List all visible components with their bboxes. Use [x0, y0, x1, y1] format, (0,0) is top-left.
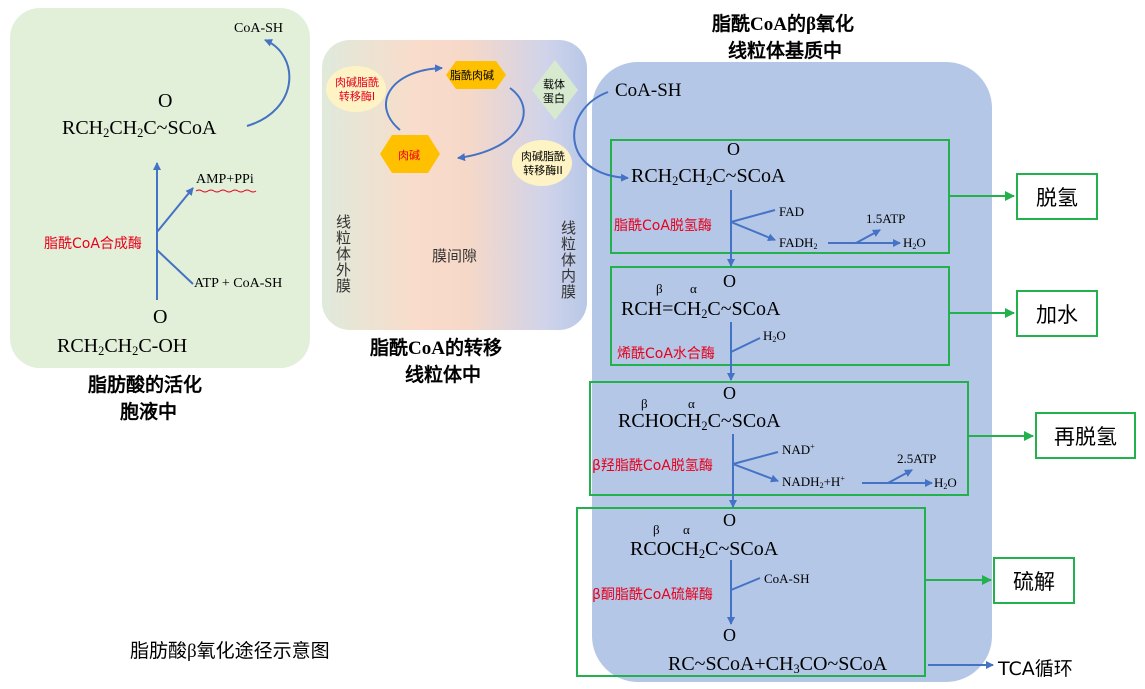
carnitine-label: 肉碱	[398, 149, 420, 162]
enzyme1-label: 肉碱脂酰转移酶I	[335, 76, 379, 103]
step1-box	[610, 139, 950, 254]
h2o-1-text: H2O	[903, 235, 926, 251]
step1-formula: RCH2CH2C~SCoA	[631, 165, 786, 189]
acyl-carnitine-label: 脂酰肉碱	[450, 69, 494, 82]
step2-beta: β	[656, 281, 663, 296]
step3-box	[589, 381, 969, 496]
step4-product: RC~SCoA+CH3CO~SCoA	[668, 653, 888, 677]
atp1-arrow	[855, 229, 881, 244]
step1-o: O	[727, 139, 740, 159]
left-title-line1: 脂肪酸的活化	[88, 375, 203, 396]
enzyme1-ellipse	[326, 66, 386, 112]
right-title-line2: 线粒体基质中	[728, 41, 843, 62]
fad-branch	[730, 209, 776, 223]
left-title-line2: 胞液中	[120, 402, 178, 423]
coa-sh-branch	[730, 577, 761, 591]
left-substrate-formula: RCH2CH2C-OH	[57, 335, 188, 359]
left-substrate-o: O	[153, 306, 168, 328]
carrier-diamond	[532, 60, 578, 120]
cycle-arrow-top	[385, 64, 443, 131]
amp-ppi-text: AMP+PPi	[196, 172, 254, 187]
nadh-text: NADH2+H+	[782, 474, 845, 490]
coa-release-arrow	[246, 39, 291, 127]
step3-beta: β	[641, 396, 648, 411]
step4-label-box: 硫解	[993, 557, 1075, 604]
atp1-text: 1.5ATP	[866, 211, 906, 226]
nad-text: NAD+	[782, 442, 815, 457]
h2o-branch	[730, 337, 761, 353]
step3-label-box: 再脱氢	[1035, 412, 1136, 459]
step2-box	[610, 266, 950, 366]
acyl-coa-synthetase-label: 脂酰CoA合成酶	[44, 236, 142, 252]
matrix-coa-sh: CoA-SH	[615, 80, 682, 101]
middle-title-line1: 脂酰CoA的转移	[370, 338, 502, 359]
outer-membrane-label: 线粒体外膜	[334, 214, 352, 294]
acyl-carnitine-hexagon	[446, 61, 506, 89]
coa-entry-arrow	[573, 91, 629, 182]
step4-coa-sh: CoA-SH	[764, 571, 810, 586]
atp2-arrow	[887, 469, 913, 484]
nad-branch	[732, 451, 779, 465]
step3-enzyme: β羟脂酰CoA脱氢酶	[592, 458, 713, 474]
step4-beta: β	[653, 522, 660, 537]
atp2-text: 2.5ATP	[897, 451, 937, 466]
step2-o: O	[723, 271, 736, 291]
step4-enzyme: β酮脂酰CoA硫解酶	[592, 587, 713, 603]
h2o-2-text: H2O	[763, 328, 786, 344]
left-product-formula: RCH2CH2C~SCoA	[62, 117, 217, 141]
left-coa-sh: CoA-SH	[234, 21, 284, 36]
fad-text: FAD	[779, 204, 805, 219]
carnitine-hexagon	[380, 135, 440, 173]
step4-product-o: O	[723, 625, 736, 645]
nadh-branch	[732, 463, 779, 483]
step1-enzyme: 脂酰CoA脱氢酶	[614, 218, 712, 234]
step2-formula: RCH=CH2C~SCoA	[621, 298, 781, 322]
fadh2-branch	[730, 221, 776, 242]
step4-formula: RCOCH2C~SCoA	[630, 538, 779, 562]
step3-o: O	[723, 383, 736, 403]
atp-coa-text: ATP + CoA-SH	[194, 276, 283, 291]
enzyme2-label: 肉碱脂酰转移酶II	[521, 150, 565, 177]
atp-branch-line	[156, 249, 194, 285]
enzyme2-ellipse	[512, 140, 572, 186]
step4-o: O	[723, 510, 736, 530]
left-product-o: O	[158, 90, 173, 112]
carrier-label: 载体蛋白	[543, 78, 565, 105]
h2o-3-text: H2O	[934, 475, 957, 491]
right-title-line1: 脂酰CoA的β氧化	[712, 14, 854, 35]
step2-enzyme: 烯酰CoA水合酶	[617, 346, 715, 362]
intermembrane-label: 膜间隙	[432, 247, 478, 265]
inner-membrane-label: 线粒体内膜	[559, 220, 577, 300]
step3-alpha: α	[688, 396, 695, 411]
fadh2-text: FADH2	[779, 235, 818, 251]
step4-box	[576, 507, 926, 677]
cytosol-panel	[10, 8, 310, 368]
step1-label-box: 脱氢	[1016, 173, 1098, 220]
diagram-caption: 脂肪酸β氧化途径示意图	[130, 641, 330, 662]
step2-label-box: 加水	[1016, 290, 1098, 337]
step3-formula: RCHOCH2C~SCoA	[618, 410, 781, 434]
step2-alpha: α	[690, 281, 697, 296]
step4-alpha: α	[683, 522, 690, 537]
tca-cycle-label: TCA循环	[998, 658, 1073, 680]
middle-title-line2: 线粒体中	[405, 365, 482, 386]
amp-underline	[195, 189, 257, 193]
cycle-arrow-bottom	[457, 87, 525, 162]
amp-branch-arrow	[156, 187, 194, 233]
